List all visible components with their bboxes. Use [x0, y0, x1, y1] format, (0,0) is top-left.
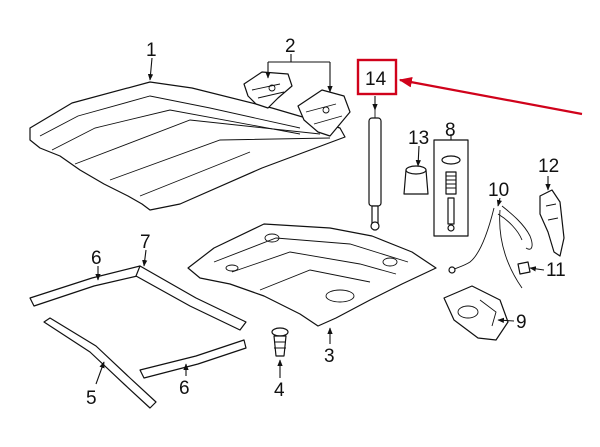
push-clip-retainer[interactable]	[271, 327, 289, 357]
cable-clip[interactable]	[517, 261, 531, 275]
callout-11: 11	[546, 260, 566, 281]
hood-release-cable[interactable]	[448, 205, 533, 289]
hood-bumper[interactable]	[403, 165, 429, 195]
hood-panel[interactable]	[29, 81, 346, 211]
hood-hinge-right[interactable]	[297, 89, 351, 137]
callout-2: 2	[285, 36, 296, 57]
callout-12: 12	[538, 156, 559, 177]
hood-seal-lower[interactable]	[139, 339, 247, 379]
callout-8: 8	[445, 120, 456, 141]
callout-1: 1	[146, 40, 157, 61]
hood-latch[interactable]	[443, 285, 509, 341]
release-handle[interactable]	[539, 189, 565, 257]
hood-seal-side[interactable]	[43, 317, 157, 409]
callout-5: 5	[86, 388, 97, 409]
callout-10: 10	[488, 180, 509, 201]
callout-4: 4	[274, 380, 285, 401]
highlight-box	[356, 58, 398, 96]
callout-13: 13	[408, 128, 429, 149]
hood-hinge-left[interactable]	[243, 71, 293, 109]
callout-6-lower: 6	[179, 378, 190, 399]
hood-adjuster-kit[interactable]	[433, 139, 469, 237]
hood-lift-support[interactable]	[368, 108, 382, 231]
callout-3: 3	[324, 346, 335, 367]
hood-seal-upper[interactable]	[29, 265, 247, 331]
callout-14: 14	[365, 69, 387, 90]
highlight-arrow	[398, 76, 583, 116]
callout-6-upper: 6	[91, 248, 102, 269]
callout-9: 9	[516, 312, 527, 333]
hood-insulator[interactable]	[187, 223, 437, 327]
leader-lines	[95, 54, 551, 385]
callout-7: 7	[140, 232, 151, 253]
